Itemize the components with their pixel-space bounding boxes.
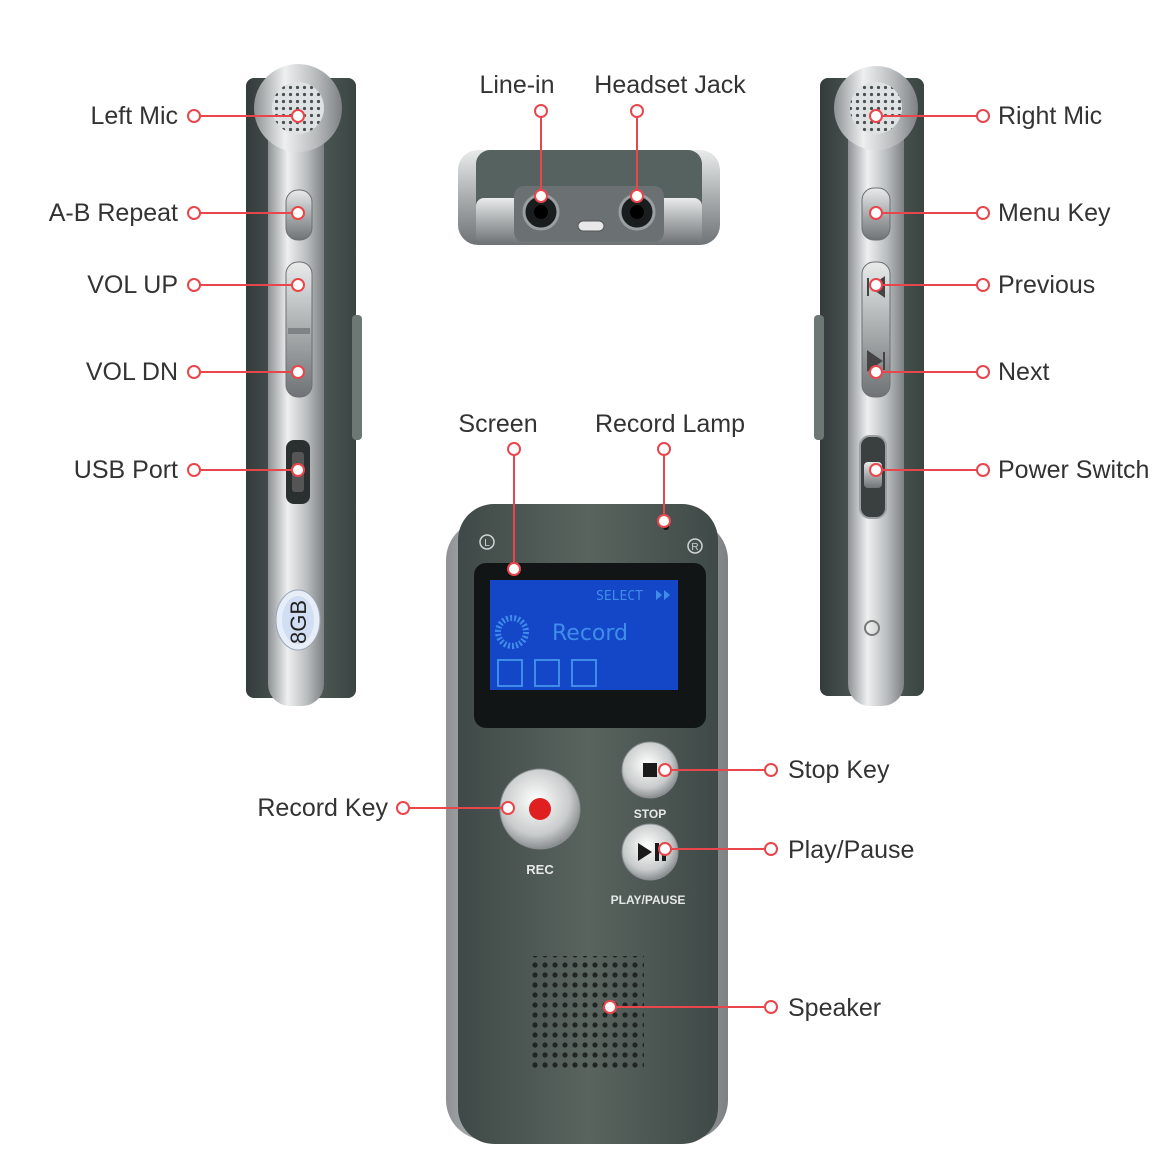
leader-lines bbox=[187, 104, 990, 1014]
label-ab-repeat: A-B Repeat bbox=[48, 199, 178, 227]
top-view bbox=[458, 150, 720, 245]
label-speaker: Speaker bbox=[788, 994, 882, 1022]
label-line-in: Line-in bbox=[479, 71, 555, 99]
play-pause-button-text: PLAY/PAUSE bbox=[611, 893, 686, 907]
label-stop-key: Stop Key bbox=[788, 756, 890, 784]
label-next: Next bbox=[998, 358, 1050, 386]
capacity-text: 8GB bbox=[286, 600, 311, 644]
screen-mode-text: Record bbox=[552, 621, 628, 646]
rec-button-text: REC bbox=[526, 862, 554, 877]
label-vol-up: VOL UP bbox=[87, 271, 178, 299]
label-play-pause: Play/Pause bbox=[788, 836, 915, 864]
label-usb-port: USB Port bbox=[73, 456, 178, 484]
left-channel-mark: L bbox=[484, 538, 490, 549]
label-headset-jack: Headset Jack bbox=[594, 71, 746, 99]
label-power-switch: Power Switch bbox=[998, 456, 1150, 484]
stop-square-icon bbox=[643, 763, 657, 777]
front-view: SELECT Record L R REC STOP PLAY/PAUSE bbox=[446, 504, 728, 1144]
left-side-view: 8GB bbox=[246, 64, 362, 706]
label-screen: Screen bbox=[458, 410, 538, 438]
label-previous: Previous bbox=[998, 271, 1096, 299]
stop-button-text: STOP bbox=[634, 807, 666, 821]
label-right-mic: Right Mic bbox=[998, 102, 1103, 130]
screen-select-text: SELECT bbox=[596, 589, 643, 604]
label-record-key: Record Key bbox=[257, 794, 388, 822]
right-channel-mark: R bbox=[691, 542, 698, 553]
speaker-grille-icon bbox=[528, 956, 644, 1068]
record-dot-icon bbox=[529, 798, 551, 820]
right-side-view bbox=[814, 66, 924, 706]
label-left-mic: Left Mic bbox=[90, 102, 178, 130]
label-vol-dn: VOL DN bbox=[85, 358, 178, 386]
label-menu-key: Menu Key bbox=[998, 199, 1111, 227]
label-record-lamp: Record Lamp bbox=[594, 410, 746, 438]
screen-mic-icon bbox=[495, 615, 529, 649]
